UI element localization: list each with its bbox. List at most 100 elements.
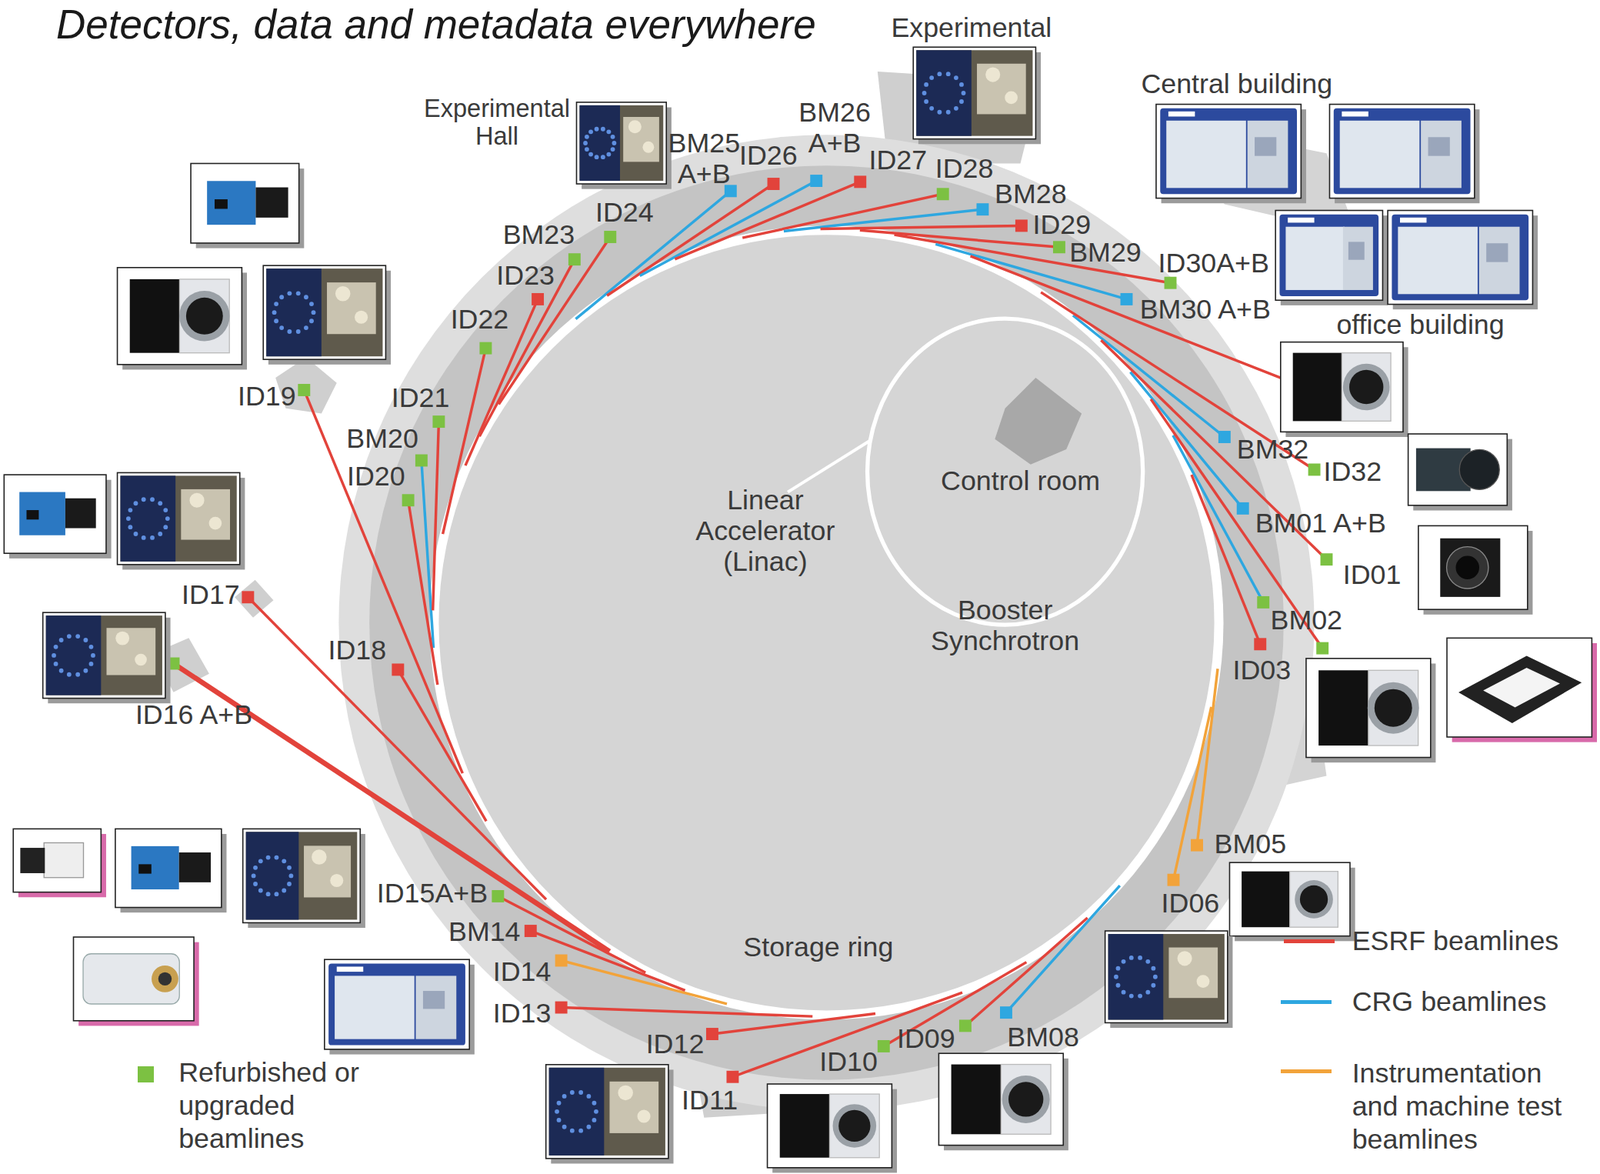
area-label: Linear Accelerator (Linac) bbox=[676, 484, 855, 577]
chamber-dot bbox=[150, 496, 155, 502]
chamber-dot bbox=[279, 294, 284, 300]
chamber-dot bbox=[253, 865, 258, 870]
detector-back bbox=[951, 1064, 1002, 1135]
icon-frame bbox=[1105, 930, 1228, 1023]
beamline bbox=[1073, 315, 1225, 437]
beamline-end-marker bbox=[531, 293, 544, 306]
chamber-port bbox=[579, 105, 620, 181]
chamber-dot bbox=[1150, 983, 1156, 988]
beamline-end-marker bbox=[706, 1027, 719, 1040]
chamber-dot bbox=[562, 1093, 567, 1099]
beamline bbox=[965, 917, 1088, 1026]
chamber-flange bbox=[609, 1081, 659, 1134]
beamline-end-marker bbox=[936, 187, 950, 200]
chamber-dot bbox=[592, 1100, 597, 1106]
chamber-dot bbox=[281, 858, 287, 864]
beamline-end-marker bbox=[555, 1001, 568, 1014]
pilatus-body bbox=[1279, 214, 1379, 297]
detector-icon bbox=[938, 1053, 1068, 1150]
pilatus-window bbox=[1340, 120, 1420, 189]
beamline-end-marker bbox=[976, 203, 989, 216]
chamber-dot bbox=[923, 99, 929, 104]
beamline bbox=[894, 234, 1171, 284]
pilatus-body bbox=[328, 963, 466, 1045]
beamline-end-marker bbox=[1000, 1006, 1013, 1019]
beamline-label: ID24 bbox=[595, 196, 654, 228]
chamber-dot bbox=[273, 301, 279, 307]
icon-frame bbox=[938, 1053, 1064, 1145]
beamline-end-marker bbox=[1316, 642, 1329, 655]
beamline-label: ID15A+B bbox=[376, 877, 488, 909]
chamber-port bbox=[46, 615, 102, 695]
chamber-dot bbox=[923, 82, 929, 87]
pilatus-badge bbox=[1254, 136, 1277, 156]
pilatus-badge bbox=[1486, 243, 1508, 262]
chamber-dot bbox=[141, 535, 147, 540]
beamline-end-marker bbox=[959, 1019, 972, 1032]
chamber-dot bbox=[286, 290, 292, 296]
beamline-end-marker bbox=[1167, 873, 1180, 887]
chamber-dot bbox=[127, 524, 133, 530]
icon-frame bbox=[1387, 210, 1533, 305]
chamber-dot bbox=[309, 318, 314, 324]
chamber-dot bbox=[1137, 993, 1143, 999]
icon-frame bbox=[117, 472, 240, 564]
detector-back bbox=[130, 279, 180, 354]
chamber-dot bbox=[133, 531, 139, 537]
detector-icon bbox=[767, 1083, 897, 1173]
detector-icon bbox=[1418, 525, 1534, 614]
chamber-dot bbox=[1121, 990, 1127, 995]
beamline-label: ID30A+B bbox=[1158, 247, 1270, 279]
chamber-dot bbox=[959, 82, 964, 87]
chamber-knob bbox=[1177, 950, 1193, 966]
chamber-dot bbox=[584, 146, 590, 152]
legend-swatch bbox=[137, 1066, 154, 1083]
beamline-label: BM20 bbox=[346, 423, 419, 454]
beamline-label: ID27 bbox=[869, 144, 928, 176]
control-room-building bbox=[994, 377, 1082, 465]
chamber-dot bbox=[959, 99, 964, 104]
chamber-dot bbox=[133, 500, 139, 506]
detector-aperture bbox=[1300, 885, 1328, 914]
detector-icon bbox=[913, 46, 1041, 144]
pilatus-side bbox=[1247, 120, 1289, 189]
camera-lens bbox=[255, 187, 288, 218]
detector-icon bbox=[1387, 210, 1538, 310]
camera-lens bbox=[1459, 449, 1500, 490]
beamline-label: ID26 bbox=[739, 140, 798, 171]
chamber-dot bbox=[309, 301, 314, 307]
chamber-knob bbox=[628, 120, 642, 134]
chamber-body bbox=[266, 268, 383, 357]
chamber-dot bbox=[953, 75, 959, 80]
chamber-dot bbox=[266, 891, 271, 897]
chamber-dot bbox=[556, 1117, 562, 1123]
chamber-dot bbox=[583, 140, 588, 146]
beamline bbox=[443, 348, 487, 535]
chamber-knob bbox=[335, 286, 351, 302]
detector-icon bbox=[263, 265, 391, 365]
chamber-flange bbox=[976, 63, 1027, 115]
beamline-label: ID23 bbox=[496, 260, 555, 291]
detector-front bbox=[179, 279, 230, 354]
beamline-end-marker bbox=[241, 590, 254, 604]
chamber-dot bbox=[296, 329, 301, 334]
chamber-dot bbox=[588, 129, 594, 134]
camera-plug bbox=[138, 863, 152, 874]
chamber-dot bbox=[251, 873, 257, 878]
beamline-end-marker bbox=[1218, 430, 1231, 444]
beamline bbox=[732, 992, 963, 1077]
camera-body bbox=[1440, 538, 1500, 597]
icon-frame bbox=[1446, 637, 1592, 737]
detector-ring bbox=[1367, 682, 1420, 734]
detector-icon bbox=[1408, 433, 1513, 510]
chamber-dot bbox=[89, 661, 94, 667]
chamber-dot bbox=[281, 888, 287, 894]
camera-aperture bbox=[158, 972, 172, 986]
icon-frame bbox=[324, 959, 470, 1050]
beamline-label: ID03 bbox=[1232, 654, 1291, 686]
icon-frame bbox=[576, 102, 667, 184]
beamline-end-marker bbox=[1015, 219, 1028, 232]
detector-icon bbox=[1229, 862, 1355, 941]
camera-lens bbox=[151, 965, 179, 993]
